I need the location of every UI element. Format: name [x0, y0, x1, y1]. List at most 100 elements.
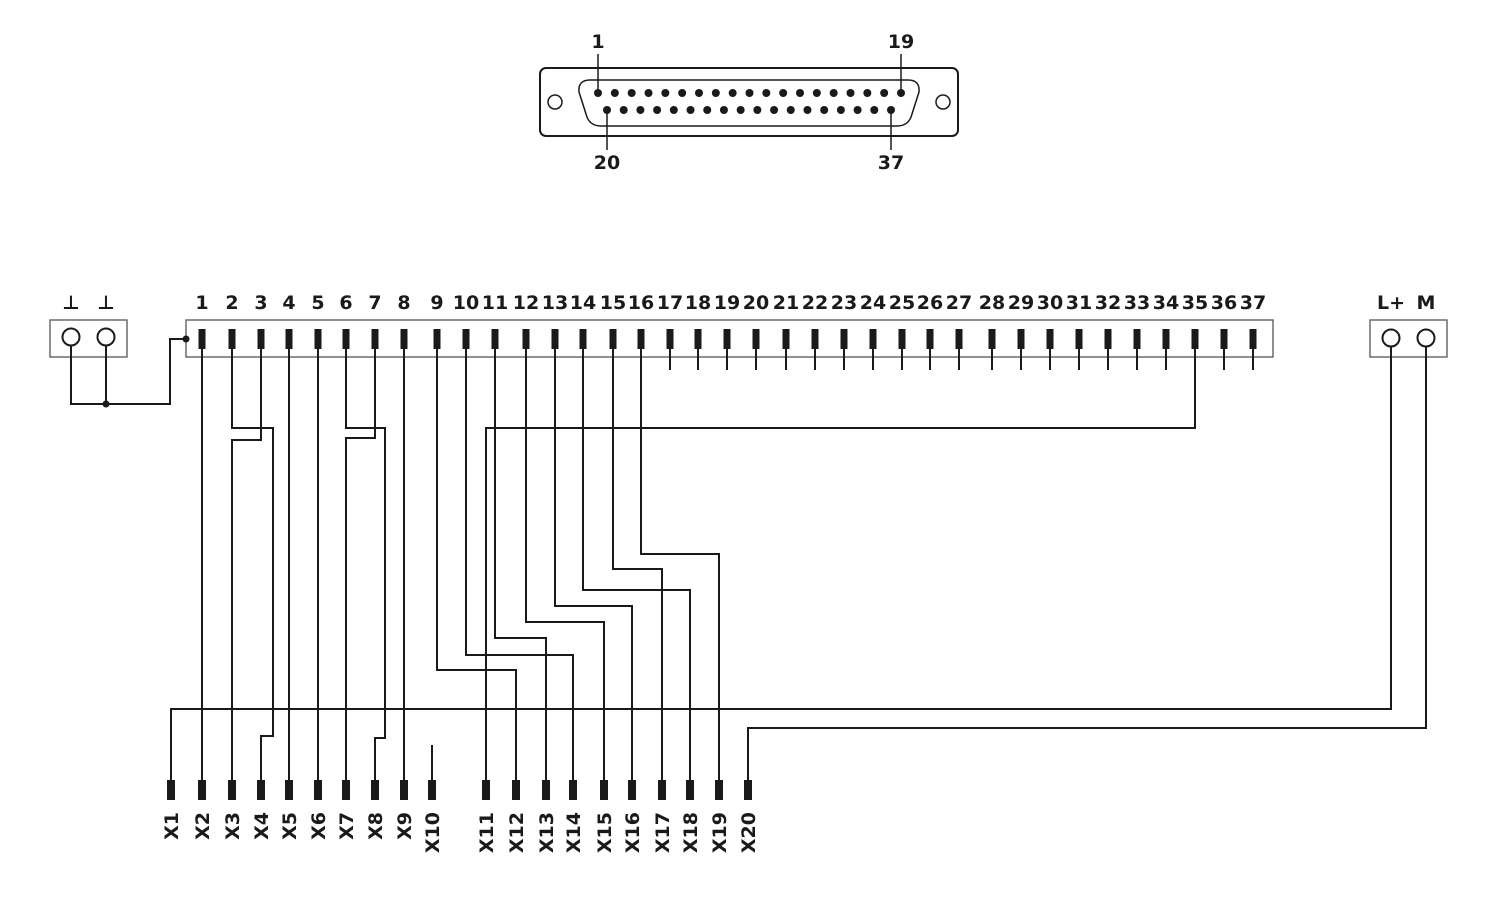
- ground-symbol-2: ⊥: [97, 292, 114, 314]
- output-pin-label: X7: [336, 812, 358, 840]
- dsub-shell: [578, 79, 920, 127]
- dsub-pin: [820, 106, 829, 114]
- output-pin: [512, 780, 520, 800]
- output-pin-label: X10: [422, 812, 444, 853]
- output-pin: [542, 780, 550, 800]
- wire: [345, 349, 376, 780]
- header-pin-label: 10: [453, 292, 479, 314]
- wire: [70, 338, 186, 405]
- mounting-hole-left: [547, 94, 563, 110]
- header-pin-label: 23: [831, 292, 857, 314]
- header-pin: [898, 329, 906, 349]
- header-pin: [869, 329, 877, 349]
- wire: [485, 349, 1196, 780]
- header-pin: [400, 329, 408, 349]
- header-pin-label: 36: [1211, 292, 1237, 314]
- dsub-pin: [762, 89, 771, 97]
- wire: [554, 349, 633, 780]
- header-pin: [257, 329, 265, 349]
- wiring: [70, 335, 1427, 780]
- output-pin-label: X1: [161, 812, 183, 840]
- output-pin: [600, 780, 608, 800]
- dsub-pin: [636, 106, 645, 114]
- output-pin-label: X2: [192, 812, 214, 840]
- dsub-pin: [836, 106, 845, 114]
- header-pin-label: 13: [542, 292, 568, 314]
- junction-dot: [182, 335, 190, 343]
- wire: [436, 349, 517, 780]
- header-pin-label: 8: [397, 292, 410, 314]
- header-pin: [752, 329, 760, 349]
- header-pin: [811, 329, 819, 349]
- header-pin-label: 2: [225, 292, 238, 314]
- dsub-pin: [610, 89, 619, 97]
- header-pin-label: 22: [802, 292, 828, 314]
- header-pin-label: 29: [1008, 292, 1034, 314]
- dsub-pin: [719, 106, 728, 114]
- junction-dot: [102, 400, 110, 408]
- output-pin: [744, 780, 752, 800]
- dsub-pin: [728, 89, 737, 97]
- output-pin-label: X6: [308, 812, 330, 840]
- dsub-pin: [897, 89, 905, 97]
- header-pin-label: 20: [743, 292, 769, 314]
- dsub-connector: 1 19 20 37: [539, 31, 959, 174]
- wire: [582, 349, 691, 780]
- dsub-pin: [653, 106, 662, 114]
- dsub-pin: [711, 89, 720, 97]
- dsub-pin: [753, 106, 762, 114]
- dsub-label-37: 37: [878, 152, 904, 174]
- output-pin: [228, 780, 236, 800]
- header-pin: [926, 329, 934, 349]
- header-pin: [988, 329, 996, 349]
- dsub-pin: [669, 106, 678, 114]
- header-pin-label: 27: [946, 292, 972, 314]
- dsub-pin: [745, 89, 754, 97]
- wire: [170, 347, 1392, 780]
- header-pin-label: 35: [1182, 292, 1208, 314]
- header-pin: [314, 329, 322, 349]
- ground-symbol-1: ⊥: [62, 292, 79, 314]
- output-pin-label: X5: [279, 812, 301, 840]
- output-pin-label: X4: [251, 812, 273, 840]
- output-pin-label: X8: [365, 812, 387, 840]
- header-pin-label: 18: [685, 292, 711, 314]
- output-pin: [482, 780, 490, 800]
- output-pin: [715, 780, 723, 800]
- output-pin-label: X16: [622, 812, 644, 853]
- output-pin-label: X13: [536, 812, 558, 853]
- output-pin-label: X12: [506, 812, 528, 853]
- output-pin-label: X3: [222, 812, 244, 840]
- output-pin-label: X9: [394, 812, 416, 840]
- header-pin-label: 11: [482, 292, 508, 314]
- wire: [747, 347, 1427, 780]
- header-pin-label: 26: [917, 292, 943, 314]
- dsub-label-1: 1: [591, 31, 604, 53]
- dsub-pin: [863, 89, 872, 97]
- header-pin: [840, 329, 848, 349]
- power-terminal-lplus: [1381, 328, 1401, 348]
- wire: [612, 349, 663, 780]
- wire: [345, 349, 386, 780]
- dsub-pin: [786, 106, 795, 114]
- header-pin-label: 7: [368, 292, 381, 314]
- header-pin: [782, 329, 790, 349]
- header-pin-label: 19: [714, 292, 740, 314]
- output-pin: [569, 780, 577, 800]
- header-pin-label: 5: [311, 292, 324, 314]
- header-pin: [1220, 329, 1228, 349]
- output-pin: [400, 780, 408, 800]
- header-pin-label: 21: [773, 292, 799, 314]
- power-label-m: M: [1417, 292, 1436, 314]
- output-pin: [658, 780, 666, 800]
- header-pin-label: 33: [1124, 292, 1150, 314]
- dsub-pin: [870, 106, 879, 114]
- header-pin-label: 14: [570, 292, 596, 314]
- header-pin-label: 24: [860, 292, 886, 314]
- header-pin-label: 4: [282, 292, 295, 314]
- header-pin: [1249, 329, 1257, 349]
- power-label-lplus: L+: [1377, 292, 1405, 314]
- ground-terminal-2: [96, 327, 116, 347]
